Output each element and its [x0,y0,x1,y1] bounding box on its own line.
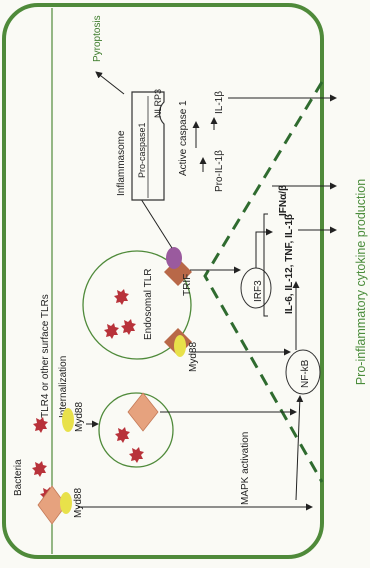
endosome [82,250,192,360]
svg-text:Internalization: Internalization [58,356,69,418]
cytokine-bracket [263,213,268,317]
nlrp3-label: NLRP3 [153,89,163,118]
svg-text:Myd88: Myd88 [188,342,199,372]
svg-text:MAPK activation: MAPK activation [240,432,251,505]
svg-text:TLR4 or other surface TLRs: TLR4 or other surface TLRs [40,294,51,418]
active-caspase-label: Active caspase 1 [178,100,189,176]
ifn-label: IFNα/β [278,185,289,216]
cell-outline [2,3,324,559]
svg-text:Bacteria: Bacteria [13,459,24,496]
svg-text:IL-6, IL-12, TNF, IL-1β: IL-6, IL-12, TNF, IL-1β [284,214,295,314]
myd88-vesicle-label: Myd88 [74,402,85,432]
dashed-separator [203,81,324,483]
side-title: Pro-inflammatory cytokine production [354,179,368,385]
svg-text:Myd88: Myd88 [74,402,85,432]
svg-text:Pyroptosis: Pyroptosis [92,15,103,62]
svg-text:NLRP3: NLRP3 [153,89,163,118]
surface-tlr-label: TLR4 or other surface TLRs [40,294,51,418]
bacterium-icon [129,447,144,463]
bacterium-icon [104,323,119,339]
endosomal-tlr-label: Endosomal TLR [143,268,154,340]
pro-il1b-label: Pro-IL-1β [214,150,225,192]
svg-text:NF-kB: NF-kB [300,359,311,388]
bacterium-icon [114,289,129,305]
arrow-to-pyroptosis [95,71,125,95]
myd88-endosome [174,335,186,357]
trif-label: TRIF [182,274,193,296]
svg-text:Myd88: Myd88 [73,488,84,518]
il1b-label: IL-1β [214,91,225,114]
svg-text:IFNα/β: IFNα/β [278,185,289,216]
bacteria-label: Bacteria [13,459,24,496]
bacteria-endosome [104,289,136,339]
procaspase-label: Pro-caspase1 [137,122,147,178]
bacterium-icon [32,461,47,477]
bacteria-vesicle [115,427,144,463]
bacterium-icon [33,417,48,433]
internalization-vesicle [98,392,174,468]
svg-text:Active caspase 1: Active caspase 1 [178,100,189,176]
internalization-label: Internalization [58,356,69,418]
svg-text:Endosomal TLR: Endosomal TLR [143,268,154,340]
mapk-label: MAPK activation [240,432,251,505]
bacterium-icon [121,319,136,335]
svg-text:TRIF: TRIF [182,274,193,296]
nfkb-node [285,349,321,395]
arrow-irf3-to-ifn [255,228,273,268]
trif-adapter [166,247,182,269]
nfkb-label: NF-kB [300,359,311,388]
svg-text:Inflammasome: Inflammasome [116,130,127,196]
myd88-surface-label: Myd88 [73,488,84,518]
svg-text:IL-1β: IL-1β [214,91,225,114]
myd88-surface [60,492,72,514]
svg-text:Pro-IL-1β: Pro-IL-1β [214,150,225,192]
cytokines-label: IL-6, IL-12, TNF, IL-1β [284,214,295,314]
svg-text:IRF3: IRF3 [253,280,264,302]
vesicle-tlr-receptor [127,392,159,432]
bacterium-icon [115,427,130,443]
irf3-label: IRF3 [253,280,264,302]
inflammasome-label: Inflammasome [116,130,127,196]
pyroptosis-label: Pyroptosis [92,15,103,62]
myd88-endosome-label: Myd88 [188,342,199,372]
arrow-mapk-to-nfkb [295,395,304,501]
svg-text:Pro-caspase1: Pro-caspase1 [137,122,147,178]
svg-text:Pro-inflammatory cytokine prod: Pro-inflammatory cytokine production [354,179,368,385]
myd88-vesicle [62,408,74,432]
